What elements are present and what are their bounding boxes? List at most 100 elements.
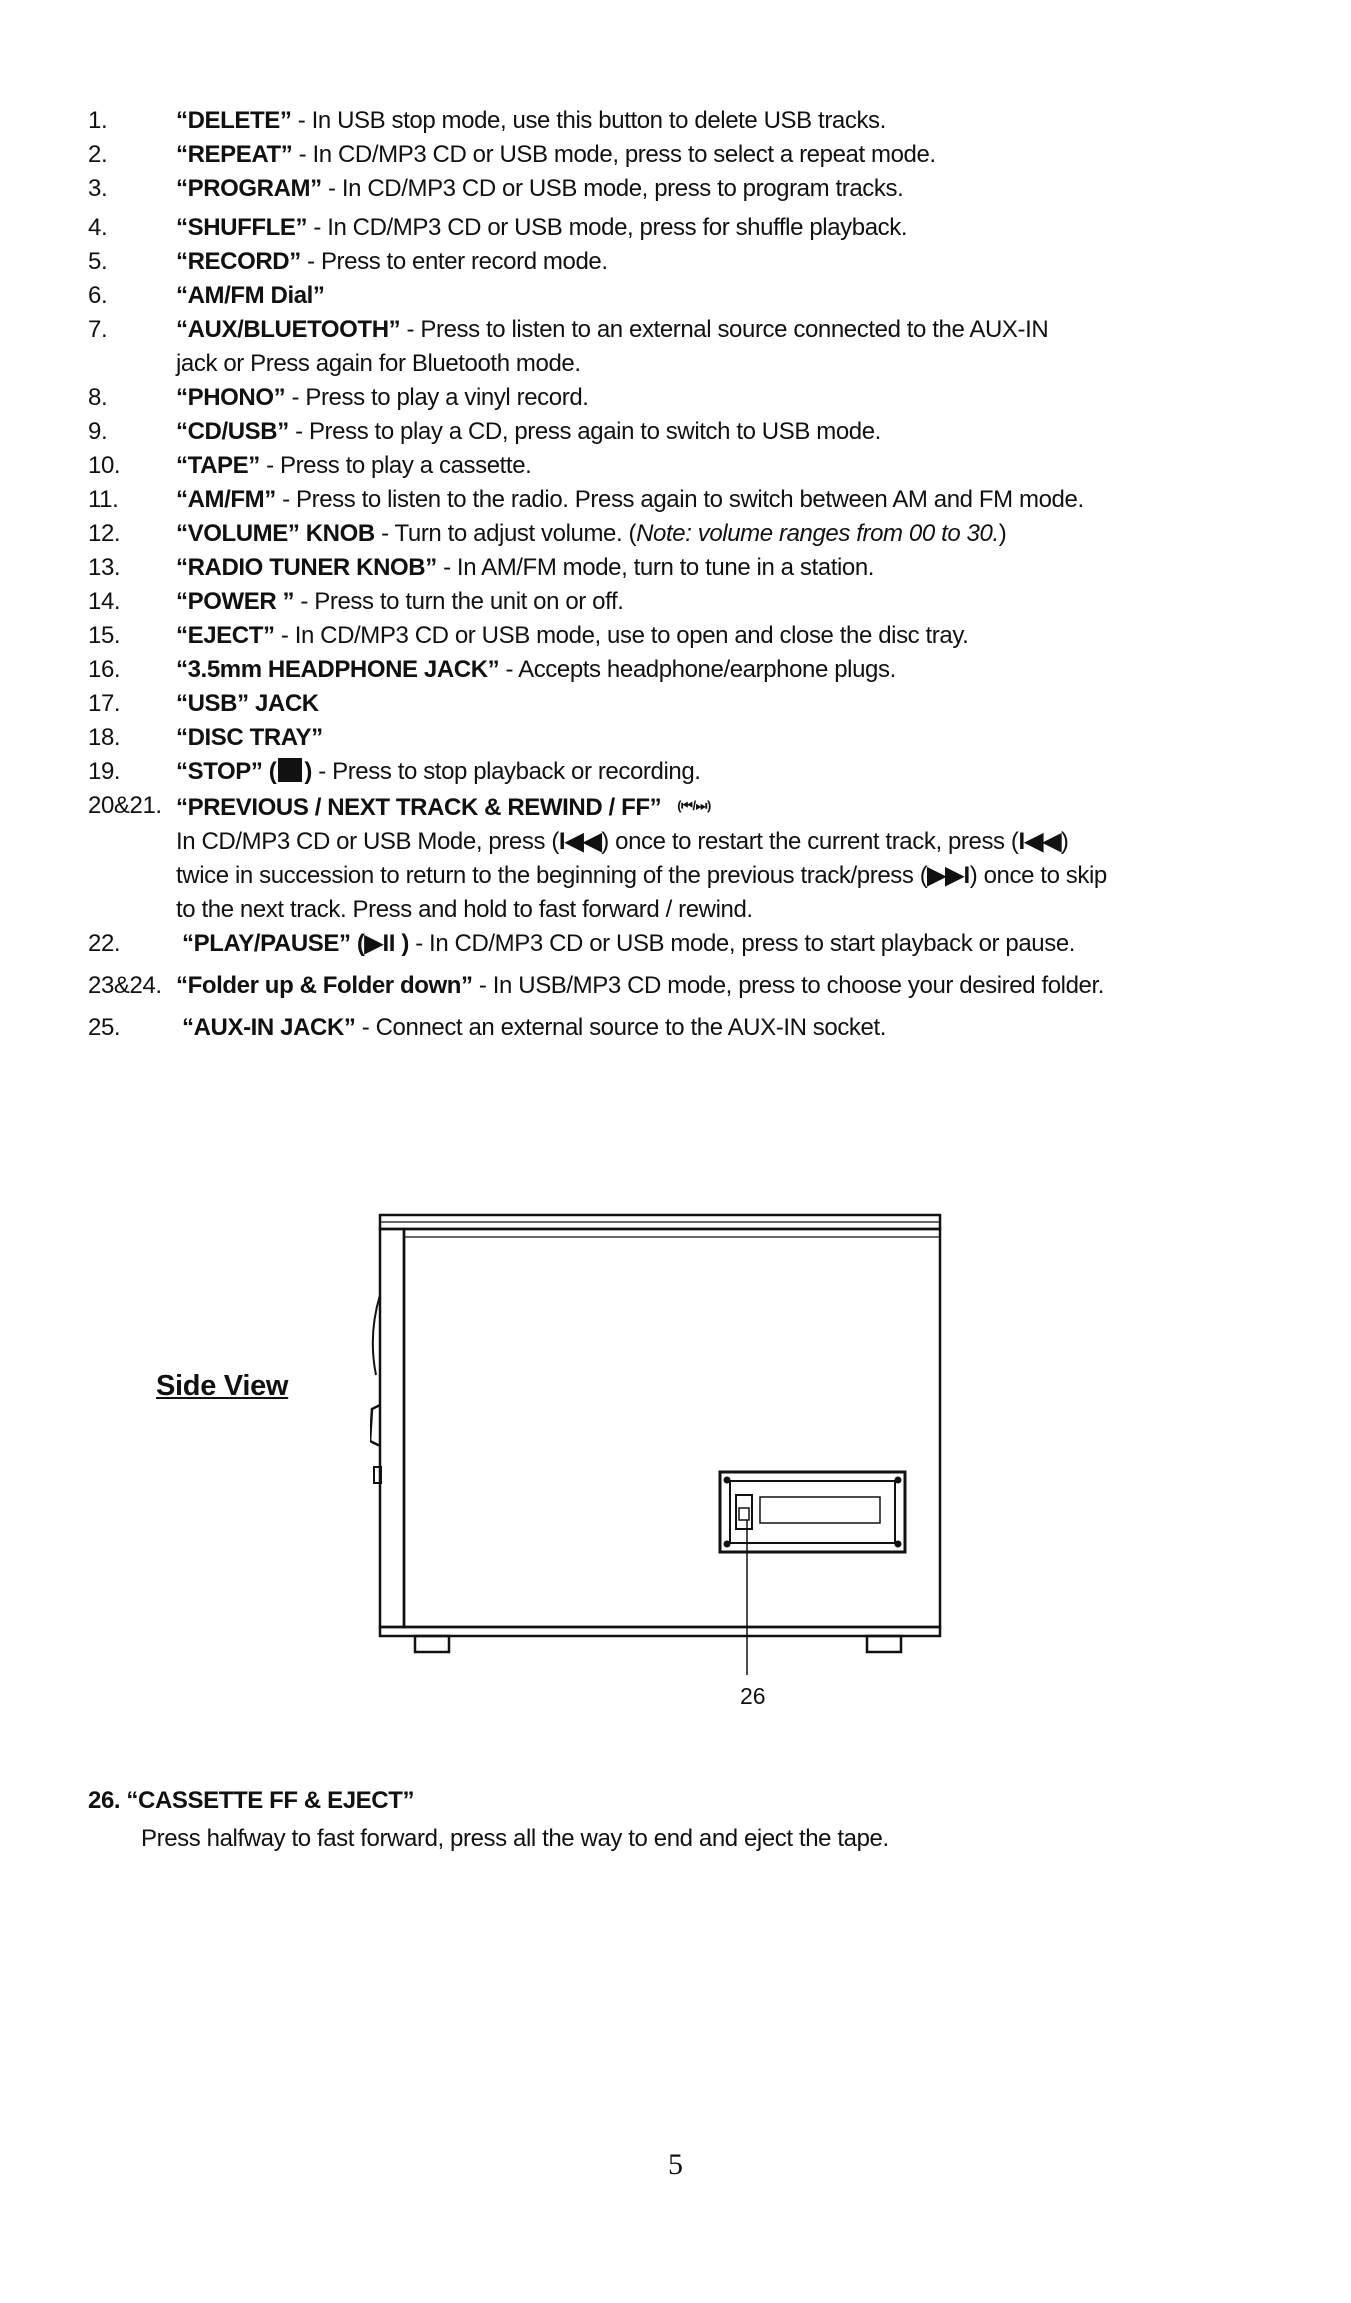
item-text: - In CD/MP3 CD or USB mode, press to pro…	[321, 175, 904, 202]
list-item: 17.“USB” JACK	[88, 687, 1288, 721]
list-item-prev-next: 20&21. “PREVIOUS / NEXT TRACK & REWIND / …	[88, 789, 1288, 825]
item-label: “Folder up & Folder down”	[176, 972, 473, 999]
list-item: 3.“PROGRAM” - In CD/MP3 CD or USB mode, …	[88, 172, 1288, 206]
item-label: “AUX-IN JACK”	[182, 1014, 356, 1041]
front-panel	[378, 1227, 406, 1629]
cabinet-base	[378, 1625, 942, 1638]
list-item: 12.“VOLUME” KNOB - Turn to adjust volume…	[88, 517, 1288, 551]
list-item: 8.“PHONO” - Press to play a vinyl record…	[88, 381, 1288, 415]
item-number: 2.	[88, 141, 108, 168]
item-number: 11.	[88, 486, 119, 513]
item-number: 1.	[88, 107, 108, 134]
item-label: “3.5mm HEADPHONE JACK”	[176, 656, 500, 683]
item-label: “SHUFFLE”	[176, 214, 308, 241]
item-label: “DELETE”	[176, 107, 292, 134]
item-number: 5.	[88, 248, 108, 275]
item-body: “SHUFFLE” - In CD/MP3 CD or USB mode, pr…	[176, 211, 1288, 245]
item-body: “TAPE” - Press to play a cassette.	[176, 449, 1288, 483]
item-number: 10.	[88, 452, 121, 479]
text: twice in succession to return to the beg…	[176, 862, 928, 889]
list-item-folder: 23&24. “Folder up & Folder down” - In USB…	[88, 969, 1288, 1003]
list-item: 10. “TAPE” - Press to play a cassette.	[88, 449, 1288, 483]
item-label: “TAPE”	[176, 452, 260, 479]
item-text: - Press to play a cassette.	[259, 452, 532, 479]
item-label: “RECORD”	[176, 248, 301, 275]
list-item: 9.“CD/USB” - Press to play a CD, press a…	[88, 415, 1288, 449]
item-label: “PHONO”	[176, 384, 286, 411]
side-view-diagram	[370, 1213, 942, 1675]
item-label: “AUX/BLUETOOTH”	[176, 316, 401, 343]
item-26: 26. “CASSETTE FF & EJECT” Press halfway …	[88, 1782, 889, 1858]
list-item: 14. “POWER ” - Press to turn the unit on …	[88, 585, 1288, 619]
item-number: 6.	[88, 282, 108, 309]
item-text: - Connect an external source to the AUX-…	[355, 1014, 887, 1041]
item-text: - In AM/FM mode, turn to tune in a stati…	[436, 554, 875, 581]
item-label: “PLAY/PAUSE” (	[182, 930, 365, 957]
list-item: 5. “RECORD” - Press to enter record mode.	[88, 245, 1288, 279]
item-label: “DISC TRAY”	[176, 724, 323, 751]
item-text: - In CD/MP3 CD or USB mode, press to sta…	[408, 930, 1076, 957]
item-number: 20&21.	[88, 792, 162, 819]
item-text: - In USB stop mode, use this button to d…	[291, 107, 887, 134]
item-text: - In CD/MP3 CD or USB mode, press for sh…	[307, 214, 908, 241]
item-body: “RADIO TUNER KNOB” - In AM/FM mode, turn…	[176, 551, 1288, 585]
item-text: - Press to listen to the radio. Press ag…	[275, 486, 1084, 513]
item-body: “PHONO” - Press to play a vinyl record.	[176, 381, 1288, 415]
prev-next-icon: (⏮/⏭)	[677, 798, 711, 813]
front-curve	[371, 1294, 381, 1376]
item-body: “REPEAT” - In CD/MP3 CD or USB mode, pre…	[176, 138, 1288, 172]
list-item-play-pause: 22. “PLAY/PAUSE” (▶II ) - In CD/MP3 CD or…	[88, 927, 1288, 961]
item-text: - Press to play a CD, press again to swi…	[288, 418, 881, 445]
item-body: “RECORD” - Press to enter record mode.	[176, 245, 1288, 279]
item-label: “EJECT”	[176, 622, 275, 649]
text: ) once to restart the current track, pre…	[601, 828, 1019, 855]
front-jack	[373, 1466, 382, 1484]
list-item: 13.“RADIO TUNER KNOB” - In AM/FM mode, t…	[88, 551, 1288, 585]
item-text: - In USB/MP3 CD mode, press to choose yo…	[472, 972, 1105, 999]
item-label: “AM/FM Dial”	[176, 282, 325, 309]
item-number: 4.	[88, 214, 108, 241]
list-item: 18.“DISC TRAY”	[88, 721, 1288, 755]
item-continuation: In CD/MP3 CD or USB Mode, press (I◀◀) on…	[88, 825, 1288, 859]
item-label: “PROGRAM”	[176, 175, 322, 202]
item-label: “USB” JACK	[176, 690, 319, 717]
item-body: “POWER ” - Press to turn the unit on or …	[176, 585, 1288, 619]
side-view-title: Side View	[156, 1370, 289, 1402]
cassette-slot	[759, 1496, 881, 1524]
foot-right	[865, 1634, 903, 1654]
item-body: “PROGRAM” - In CD/MP3 CD or USB mode, pr…	[176, 172, 1288, 206]
item-number: 23&24.	[88, 972, 162, 999]
item-body: “CD/USB” - Press to play a CD, press aga…	[176, 415, 1288, 449]
page-number: 5	[668, 2148, 683, 2181]
item-text: - Turn to adjust volume. (	[374, 520, 637, 547]
item-number: 19.	[88, 758, 121, 785]
item-label: “VOLUME” KNOB	[176, 520, 375, 547]
item-text-end: )	[998, 520, 1007, 547]
item-number: 7.	[88, 316, 108, 343]
foot-left	[413, 1634, 451, 1654]
item-text: - In CD/MP3 CD or USB mode, use to open …	[274, 622, 969, 649]
item-number: 16.	[88, 656, 121, 683]
list-item: 11.“AM/FM” - Press to listen to the radi…	[88, 483, 1288, 517]
list-item: 2. “REPEAT” - In CD/MP3 CD or USB mode, p…	[88, 138, 1288, 172]
list-item: 4. “SHUFFLE” - In CD/MP3 CD or USB mode, …	[88, 211, 1288, 245]
item-body: “AM/FM Dial”	[176, 279, 1288, 313]
cassette-deck-inner	[729, 1480, 896, 1544]
item-label: “STOP” (	[176, 758, 277, 785]
item-continuation: to the next track. Press and hold to fas…	[176, 896, 753, 923]
list-item: 6. “AM/FM Dial”	[88, 279, 1288, 313]
play-pause-icon: ▶II	[364, 930, 396, 957]
cassette-eject-button	[735, 1494, 753, 1530]
list-item-aux-in: 25.“AUX-IN JACK” - Connect an external s…	[88, 1011, 1288, 1045]
item-body: “VOLUME” KNOB - Turn to adjust volume. (…	[176, 517, 1288, 551]
item-body: “DELETE” - In USB stop mode, use this bu…	[176, 104, 1288, 138]
item-continuation: jack or Press again for Bluetooth mode.	[176, 350, 581, 377]
cassette-deck-outer	[718, 1470, 907, 1554]
text: In CD/MP3 CD or USB Mode, press (	[176, 828, 559, 855]
item-number: 15.	[88, 622, 121, 649]
item-body: “PREVIOUS / NEXT TRACK & REWIND / FF”(⏮/…	[176, 789, 1288, 825]
item-number: 22.	[88, 930, 121, 957]
item-number: 14.	[88, 588, 121, 615]
item-label-close: )	[395, 930, 409, 957]
item-body: “3.5mm HEADPHONE JACK” - Accepts headpho…	[176, 653, 1288, 687]
